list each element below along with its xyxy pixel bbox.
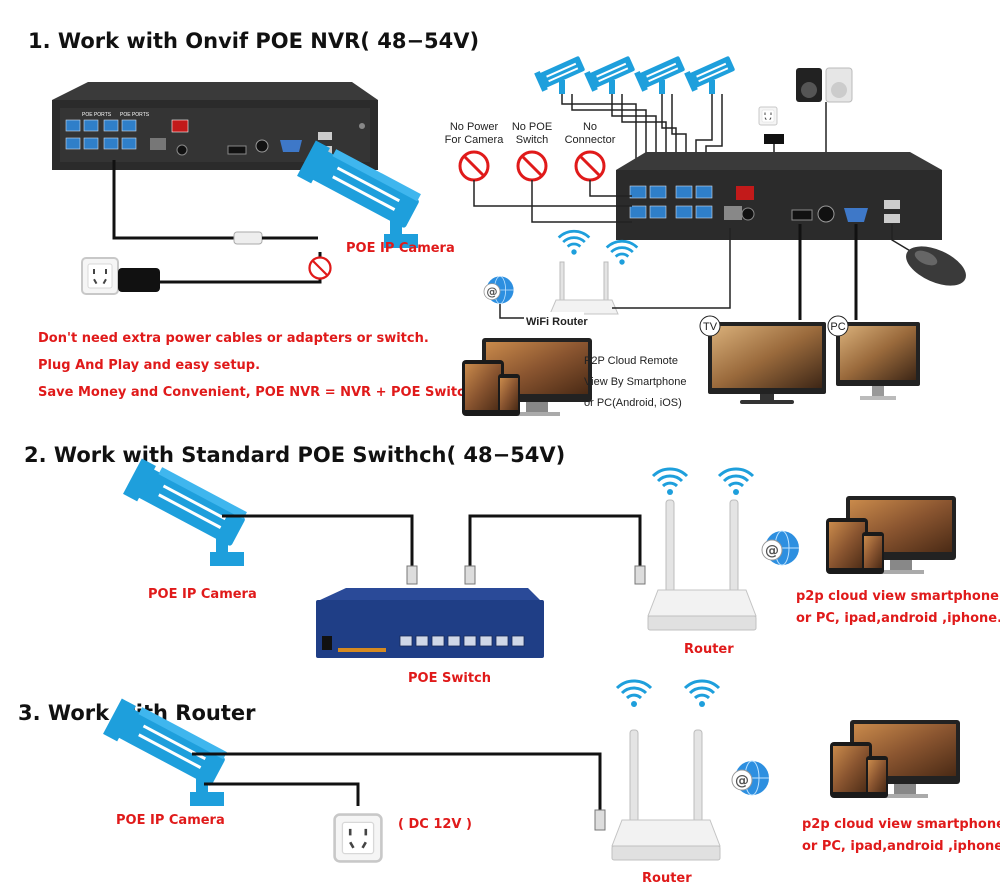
dc-12v-label: ( DC 12V )	[398, 817, 472, 832]
no-connector-line-1: No	[583, 121, 597, 133]
s3-power-cable	[204, 782, 360, 806]
s3-p2p-line-1: p2p cloud view smartphone	[802, 817, 1000, 832]
nvr-unit	[616, 152, 942, 240]
tv-monitor-icon: TV	[699, 315, 826, 404]
benefit-line-1: Don't need extra power cables or adapter…	[38, 331, 429, 346]
s2-wifi-icon-2	[717, 467, 755, 497]
s2-router-icon	[647, 499, 757, 631]
no-switch-line-2: Switch	[516, 134, 548, 146]
speaker-icon	[796, 67, 853, 103]
ethernet-cable	[112, 160, 236, 240]
s3-wifi-icon-2	[683, 679, 721, 709]
section-2-title: 2. Work with Standard POE Swithch( 48−54…	[24, 443, 565, 467]
power-adapter-icon	[118, 268, 160, 292]
s2-poe-camera-icon	[121, 455, 251, 568]
router-cable	[612, 228, 731, 309]
s2-rj45-3	[634, 565, 646, 585]
s2-p2p-line-2: or PC, ipad,android ,iphone.	[796, 611, 1000, 626]
pc-badge: PC	[830, 321, 845, 333]
benefit-line-2: Plug And Play and easy setup.	[38, 358, 260, 373]
s3-p2p-devices-icon	[830, 720, 960, 798]
small-socket-icon	[758, 106, 778, 126]
no-power-line	[473, 180, 632, 207]
s3-router-icon	[611, 729, 721, 861]
s3-rj45	[594, 809, 606, 831]
p2p-line-3: or PC(Android, iOS)	[584, 397, 682, 409]
router-wifi-icon	[557, 229, 591, 257]
s2-router-cable	[468, 514, 642, 568]
s2-globe-icon	[761, 530, 800, 566]
p2p-line-2: View By Smartphone	[584, 376, 687, 388]
s3-wifi-icon-1	[615, 679, 653, 709]
poe-ports-label: POE PORTS	[82, 112, 112, 118]
s2-p2p-devices-icon	[826, 496, 956, 574]
prohibited-icon	[308, 256, 332, 280]
rj45-connector	[233, 231, 263, 245]
p2p-devices-icon	[462, 338, 592, 416]
s2-camera-cable	[222, 514, 414, 568]
s2-p2p-line-1: p2p cloud view smartphone	[796, 589, 999, 604]
mouse-cable	[891, 224, 913, 253]
benefit-line-3: Save Money and Convenient, POE NVR = NVR…	[38, 385, 474, 400]
no-connector-line	[589, 180, 632, 197]
s2-rj45-2	[464, 565, 476, 585]
s2-wifi-icon-1	[651, 467, 689, 497]
power-cable	[160, 252, 322, 284]
s2-camera-label: POE IP Camera	[148, 587, 257, 602]
no-switch-line-1: No POE	[512, 121, 552, 133]
no-connector-line-2: Connector	[565, 134, 616, 146]
p2p-line-1: P2P Cloud Remote	[584, 355, 678, 367]
s3-router-cable	[192, 752, 602, 812]
no-power-prohibited-icon	[458, 150, 490, 182]
poe-camera-label: POE IP Camera	[346, 241, 455, 256]
s3-wall-socket-icon	[333, 813, 383, 863]
wifi-router-label: WiFi Router	[526, 316, 588, 328]
no-switch-prohibited-icon	[516, 150, 548, 182]
globe-icon	[483, 275, 514, 305]
poe-ports-label-2: POE PORTS	[120, 112, 150, 118]
s3-camera-label: POE IP Camera	[116, 813, 225, 828]
wall-socket-icon	[81, 257, 119, 295]
poe-switch-icon	[316, 588, 544, 658]
s2-router-label: Router	[684, 642, 734, 657]
s3-p2p-line-2: or PC, ipad,android ,iphone.	[802, 839, 1000, 854]
wifi-router-icon	[549, 261, 619, 315]
no-connector-prohibited-icon	[574, 150, 606, 182]
pc-monitor-icon: PC	[827, 315, 920, 400]
tv-badge: TV	[703, 321, 718, 333]
s2-rj45-1	[406, 565, 418, 585]
poe-switch-label: POE Switch	[408, 671, 491, 686]
router-wifi-icon-2	[605, 239, 639, 267]
no-switch-line	[531, 180, 632, 223]
s3-globe-icon	[731, 760, 770, 796]
section-1-title: 1. Work with Onvif POE NVR( 48−54V)	[28, 29, 479, 53]
nvr-power-adapter-icon	[764, 134, 784, 144]
s3-router-label: Router	[642, 871, 692, 886]
no-power-line-2: For Camera	[445, 134, 505, 146]
no-power-line-1: No Power	[450, 121, 499, 133]
mouse-icon	[906, 246, 966, 286]
ceiling-cameras	[533, 52, 738, 95]
